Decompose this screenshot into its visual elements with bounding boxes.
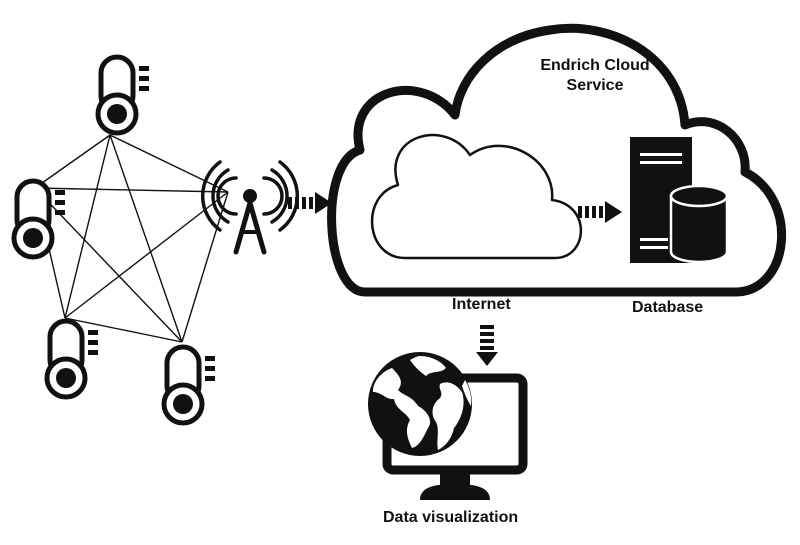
thermometer-sensor-icon — [14, 181, 65, 257]
flow-arrow-icon — [476, 325, 498, 366]
globe-icon — [368, 352, 472, 456]
thermometer-sensor-icon — [164, 347, 215, 423]
radio-tower-icon — [200, 160, 300, 255]
sensor-mesh-network — [34, 134, 229, 343]
cloud-icon — [371, 133, 583, 260]
cloud-service-title: Endrich Cloud Service — [520, 56, 670, 96]
thermometer-sensor-icon — [98, 57, 149, 133]
data-visualization-label: Data visualization — [383, 509, 519, 526]
cloud-title-line2: Service — [566, 77, 624, 94]
database-cylinder-icon — [669, 184, 729, 264]
thermometer-sensor-icon — [47, 321, 98, 397]
internet-label: Internet — [452, 296, 511, 313]
cloud-title-line1: Endrich Cloud — [540, 57, 650, 74]
database-label: Database — [632, 299, 704, 316]
